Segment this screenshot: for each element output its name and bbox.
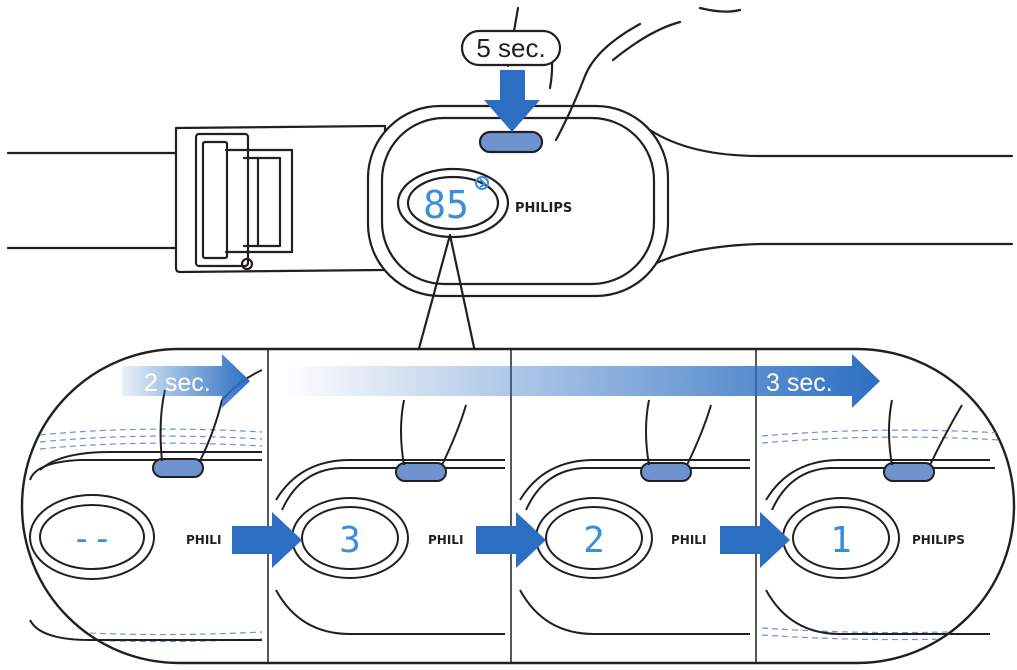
long-hold-label: 3 sec.: [766, 369, 833, 397]
callout-lines: [416, 233, 477, 354]
panel-2-display: 3: [339, 520, 361, 561]
panel-dividers: [267, 349, 757, 663]
strap-right: [648, 128, 1014, 268]
panel-3-display: 2: [583, 520, 605, 561]
short-hold-label: 2 sec.: [144, 369, 211, 397]
buckle: [174, 124, 387, 274]
long-hold-arrow-icon: [282, 354, 880, 408]
brand-top: PHILIPS: [515, 201, 572, 216]
display-outer: [396, 167, 510, 239]
panel-4-display: 1: [830, 520, 852, 561]
display-value: 85: [423, 183, 469, 227]
next-arrow-icon-3: [720, 512, 790, 568]
strap-device: [6, 104, 1014, 354]
panel-4-brand: PHILIPS: [912, 533, 965, 547]
top-button: [478, 130, 544, 154]
panel-3-brand: PHILI: [671, 533, 706, 547]
hold-label-top: 5 sec.: [460, 29, 562, 67]
display-inner: [406, 175, 500, 231]
panel-1-brand: PHILI: [186, 533, 221, 547]
hold-label-text: 5 sec.: [476, 33, 545, 63]
panel-2: [275, 399, 505, 635]
zoom-view: -- PHILI 3 PHILI 2 PHILI: [20, 347, 1016, 665]
press-arrow-down-icon: [484, 70, 540, 132]
next-arrow-icon-2: [476, 512, 546, 568]
bluetooth-icon: [475, 176, 489, 190]
short-hold-arrow-icon: [122, 354, 250, 408]
strap-left: [6, 151, 192, 250]
next-arrow-icon-1: [232, 512, 302, 568]
panel-3: [519, 399, 750, 635]
panel-1-display: --: [72, 519, 113, 559]
panel-2-brand: PHILI: [428, 533, 463, 547]
panel-1: [29, 369, 263, 641]
